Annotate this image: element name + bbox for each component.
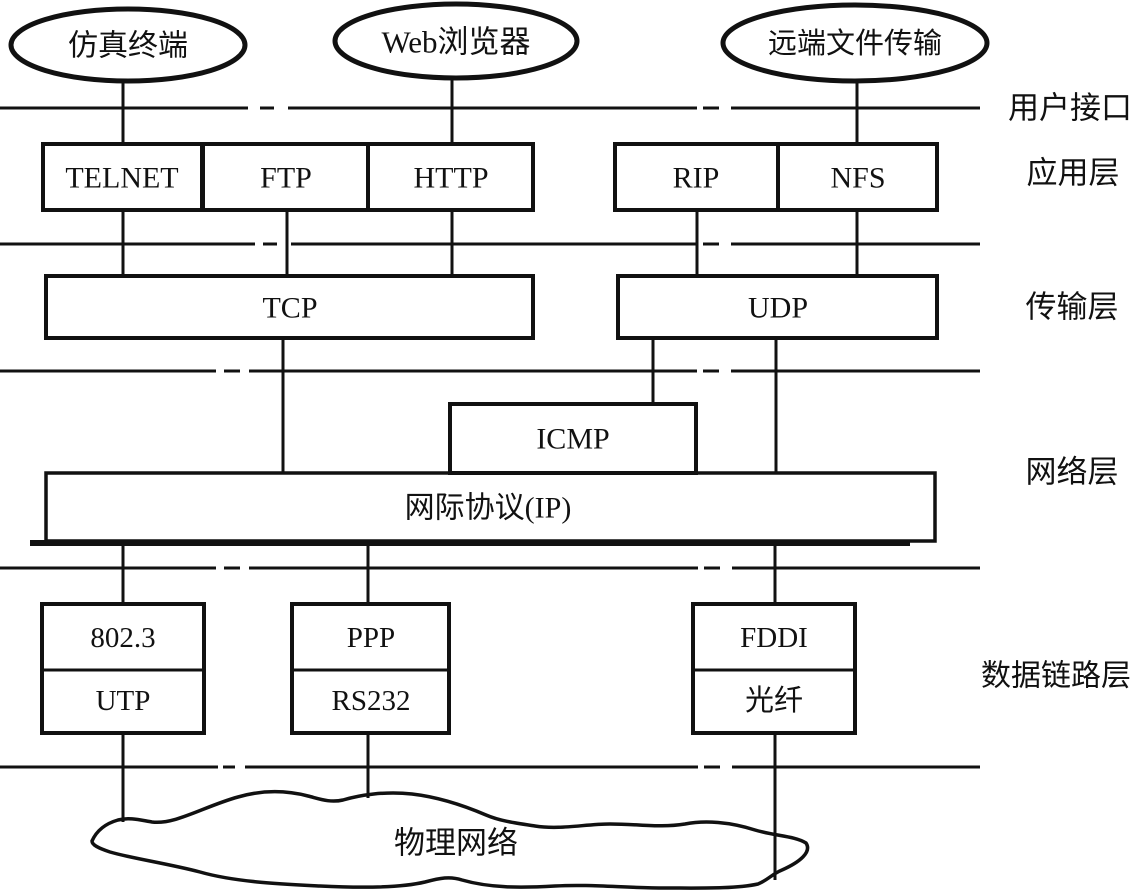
label-rip: RIP [673, 162, 720, 195]
terminal-ellipse-remote-file [720, 2, 990, 84]
cloud-label: 物理网络 [394, 826, 518, 861]
terminal-ellipse-web-browser [332, 1, 580, 81]
layer-label-application: 应用层 [1027, 156, 1120, 191]
label-fddi: FDDI [740, 622, 808, 654]
label-fiber: 光纤 [745, 684, 803, 717]
label-icmp: ICMP [536, 423, 609, 456]
label-ftp: FTP [260, 162, 312, 195]
terminal-label-remote-file: 远端文件传输 [768, 27, 942, 60]
label-nfs: NFS [830, 162, 885, 195]
label-udp: UDP [748, 292, 808, 325]
layer-label-network: 网络层 [1026, 455, 1119, 490]
terminal-label-emulation: 仿真终端 [68, 30, 188, 63]
label-ppp: PPP [347, 622, 395, 654]
label-http: HTTP [414, 162, 489, 195]
layer-label-transport: 传输层 [1026, 290, 1119, 325]
label-ip: 网际协议(IP) [405, 492, 572, 525]
terminal-label-web-browser: Web浏览器 [381, 25, 530, 60]
label-tcp: TCP [262, 292, 317, 325]
cloud-shape [90, 789, 810, 890]
layer-label-datalink: 数据链路层 [981, 660, 1131, 693]
label-utp: UTP [96, 685, 151, 717]
label-rs232: RS232 [332, 685, 411, 717]
label-8023: 802.3 [90, 622, 155, 654]
diagram-linework [0, 1, 990, 890]
layer-label-user-interface: 用户接口 [1008, 91, 1132, 126]
box-tcp [44, 274, 535, 340]
terminal-ellipse-emulation [8, 6, 248, 84]
diagram-labels: 仿真终端 Web浏览器 远端文件传输 TELNET FTP HTTP RIP N… [65, 25, 1132, 861]
label-telnet: TELNET [65, 162, 178, 195]
